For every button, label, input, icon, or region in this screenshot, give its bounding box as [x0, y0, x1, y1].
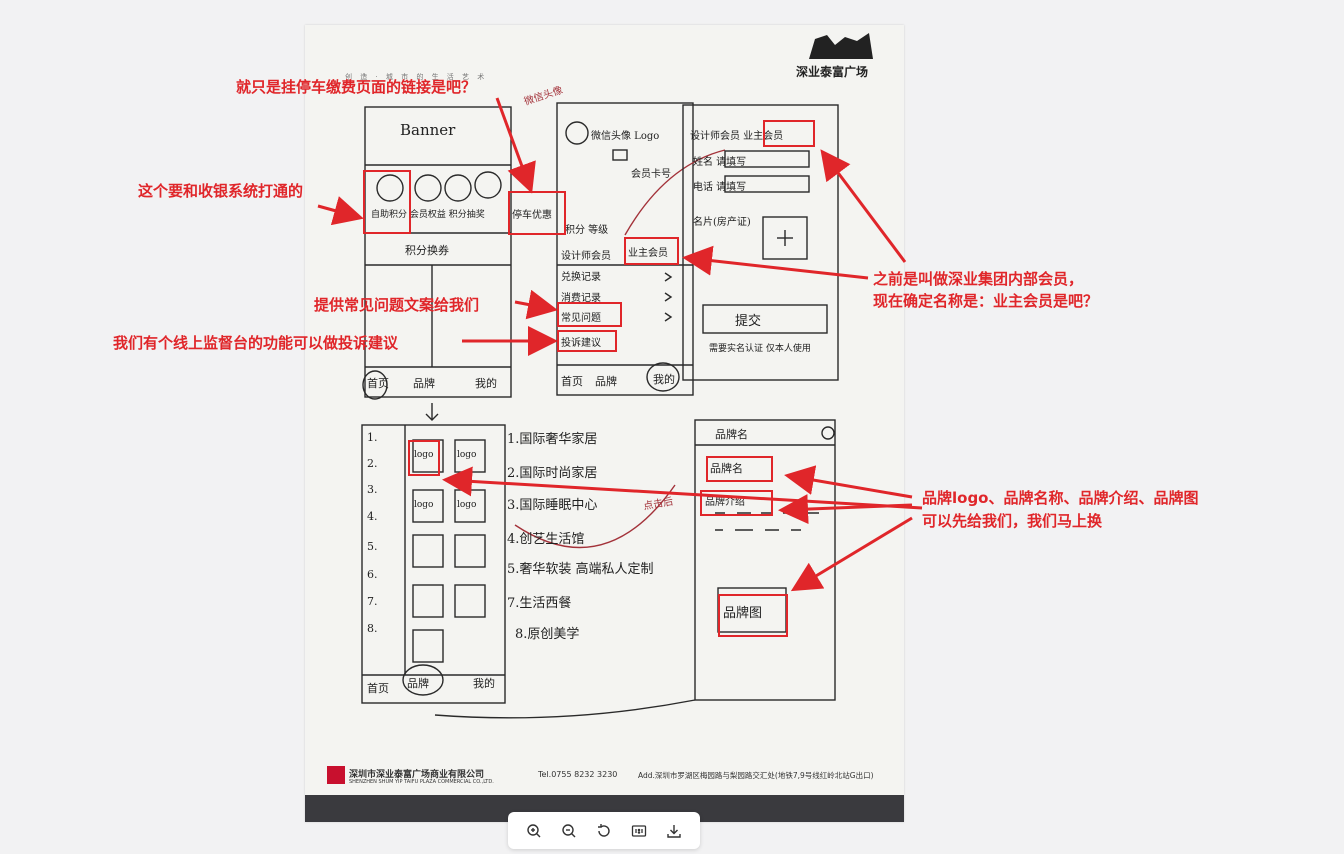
rotate-button[interactable] — [592, 819, 616, 843]
s5-intro: 品牌介绍 — [705, 497, 745, 508]
s2-nav-mine: 我的 — [653, 373, 675, 386]
s4-cat-3: 3.国际睡眠中心 — [507, 498, 598, 513]
highlight-parking — [508, 191, 566, 235]
zoom-out-button[interactable] — [557, 819, 581, 843]
actual-size-icon — [632, 824, 647, 837]
s4-cat-8: 8.原创美学 — [515, 627, 580, 642]
s2-points: 积分 等级 — [565, 225, 609, 236]
s4-cat-5: 5.奢华软装 高端私人定制 — [507, 562, 654, 577]
s3-note: 需要实名认证 仅本人使用 — [709, 344, 811, 354]
slogan: 创 造 · 城 市 的 生 活 艺 术 — [345, 73, 488, 81]
s2-list-1: 兑换记录 — [561, 272, 601, 283]
s1-parking: 停车优惠 — [512, 210, 552, 221]
s4-num-5: 5. — [367, 540, 378, 553]
s5-name: 品牌名 — [710, 462, 743, 475]
s4-cat-7: 7.生活西餐 — [507, 596, 572, 611]
actual-size-button[interactable] — [627, 819, 651, 843]
highlight-brand-intro — [700, 490, 773, 516]
s2-nav-brand: 品牌 — [595, 375, 617, 388]
s4-num-7: 7. — [367, 595, 378, 608]
plaza-logo-text: 深业泰富广场 — [796, 65, 869, 79]
s2-owner: 业主会员 — [628, 248, 668, 259]
s2-designer: 设计师会员 — [561, 251, 611, 262]
zoom-in-icon — [526, 823, 541, 837]
company-logo-icon — [327, 766, 345, 784]
annotation-complaint: 我们有个线上监督台的功能可以做投诉建议 — [113, 334, 399, 352]
s3-tabs: 设计师会员 业主会员 — [690, 131, 784, 142]
s5-image: 品牌图 — [723, 606, 763, 621]
s4-num-4: 4. — [367, 510, 378, 523]
s1-icons: 自助积分 会员权益 积分抽奖 — [371, 210, 485, 220]
s3-phone: 电话 请填写 — [693, 182, 747, 193]
s4-cat-2: 2.国际时尚家居 — [507, 466, 598, 481]
s4-num-2: 2. — [367, 457, 378, 470]
footer-company-en: SHENZHEN SHUM YIP TAIFU PLAZA COMMERCIAL… — [349, 779, 494, 785]
s4-logo-3: logo — [414, 500, 434, 510]
s2-list-3: 常见问题 — [561, 313, 601, 324]
s2-sub: 会员卡号 — [631, 169, 671, 180]
s4-logo-1: logo — [414, 450, 434, 460]
annotation-cashier: 这个要和收银系统打通的 — [138, 182, 304, 200]
footer-address: Add.深圳市罗湖区梅园路与梨园路交汇处(地铁7,9号线红岭北站G出口) — [638, 771, 874, 780]
annotation-brand-2: 可以先给我们，我们马上换 — [922, 512, 1103, 530]
highlight-faq — [557, 302, 622, 327]
s4-num-6: 6. — [367, 568, 378, 581]
s4-nav-brand: 品牌 — [407, 677, 429, 690]
highlight-brand-name — [706, 456, 773, 482]
image-viewer-toolbar — [508, 812, 700, 849]
highlight-complaint — [557, 330, 617, 352]
highlight-brand-image — [718, 594, 788, 637]
s4-cat-1: 1.国际奢华家居 — [507, 432, 598, 447]
s1-points: 积分换券 — [405, 244, 449, 257]
annotation-member-2: 现在确定名称是：业主会员是吧？ — [873, 292, 1099, 310]
annotation-member-1: 之前是叫做深业集团内部会员， — [873, 270, 1084, 288]
s1-nav-brand: 品牌 — [413, 377, 435, 390]
s2-nav-home: 首页 — [561, 375, 583, 388]
s5-header: 品牌名 — [715, 428, 748, 441]
annotation-parking: 就只是挂停车缴费页面的链接是吧？ — [236, 78, 477, 96]
annotation-faq: 提供常见问题文案给我们 — [314, 296, 480, 314]
plaza-logo-icon — [809, 33, 873, 59]
zoom-in-button[interactable] — [522, 819, 546, 843]
s1-banner: Banner — [400, 121, 456, 139]
s4-num-8: 8. — [367, 622, 378, 635]
highlight-owner-member — [624, 237, 679, 265]
s4-num-1: 1. — [367, 431, 378, 444]
s3-upload: 名片(房产证) — [693, 217, 751, 228]
s3-name: 姓名 请填写 — [693, 157, 747, 168]
annotation-brand-1: 品牌logo、品牌名称、品牌介绍、品牌图 — [922, 489, 1199, 507]
s1-nav-home: 首页 — [367, 377, 389, 390]
s4-num-3: 3. — [367, 483, 378, 496]
highlight-brand-logo — [408, 440, 440, 476]
footer-tel: Tel.0755 8232 3230 — [538, 770, 618, 779]
s4-nav-home: 首页 — [367, 682, 389, 695]
rotate-icon — [597, 823, 610, 837]
s2-header: 微信头像 Logo — [591, 131, 660, 142]
zoom-out-icon — [562, 823, 576, 837]
sketch-drawing — [361, 102, 839, 719]
s2-list-4: 投诉建议 — [561, 338, 601, 349]
s4-cat-4: 4.创艺生活馆 — [507, 532, 585, 547]
s3-submit: 提交 — [735, 314, 762, 329]
s4-nav-mine: 我的 — [473, 677, 495, 690]
s2-list-2: 消费记录 — [561, 293, 601, 304]
download-button[interactable] — [662, 819, 686, 843]
highlight-cashier — [363, 170, 411, 234]
s4-logo-2: logo — [457, 450, 477, 460]
highlight-owner-tab — [763, 120, 815, 147]
download-icon — [667, 824, 682, 838]
footer-company: 深圳市深业泰富广场商业有限公司 — [349, 770, 485, 780]
s4-logo-4: logo — [457, 500, 477, 510]
s1-nav-mine: 我的 — [475, 377, 497, 390]
